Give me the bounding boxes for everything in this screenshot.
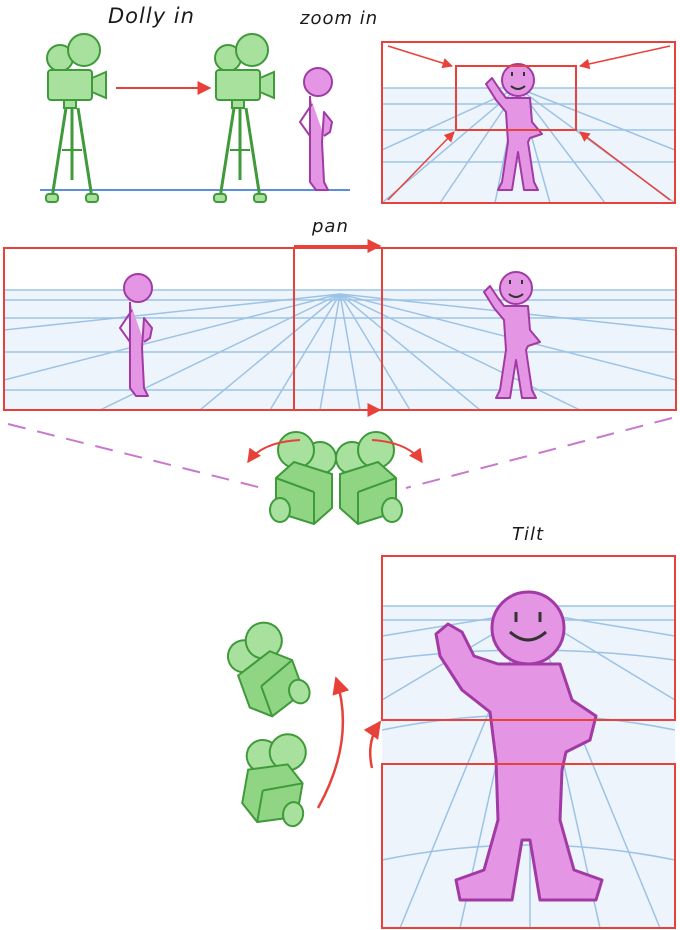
zoom-outer-frame [381,41,676,204]
dashed-line-right [405,417,673,489]
rotate-arrow-icon [247,439,301,464]
camera-icon [335,431,403,525]
tilt-diagram [219,555,676,929]
tilt-arrow-small-icon [363,720,382,769]
tilt-frame-bottom [381,763,676,929]
pan-diagram [3,239,677,525]
zoom-inner-frame [455,65,577,131]
zoom-in-label: zoom in [300,8,379,29]
dolly-in-label: Dolly in [108,4,195,28]
camera-icon [234,726,318,831]
zoom-in-diagram [381,41,676,204]
tilt-frame-top [381,555,676,721]
camera-icon [212,33,275,204]
pan-frame-left [3,247,295,411]
pan-label: pan [312,216,349,237]
camera-icon [219,613,315,725]
person-figure [434,590,604,902]
camera-icon [44,33,107,204]
person-figure [299,67,333,191]
rotate-arrow-icon [371,439,423,464]
pan-frame-right [381,247,677,411]
tilt-arrow-icon [316,676,350,809]
camera-icon [269,431,337,525]
dolly-in-diagram [40,33,350,204]
tilt-label: Tilt [512,524,545,545]
perspective-grid [4,248,676,410]
dashed-line-left [7,423,263,489]
